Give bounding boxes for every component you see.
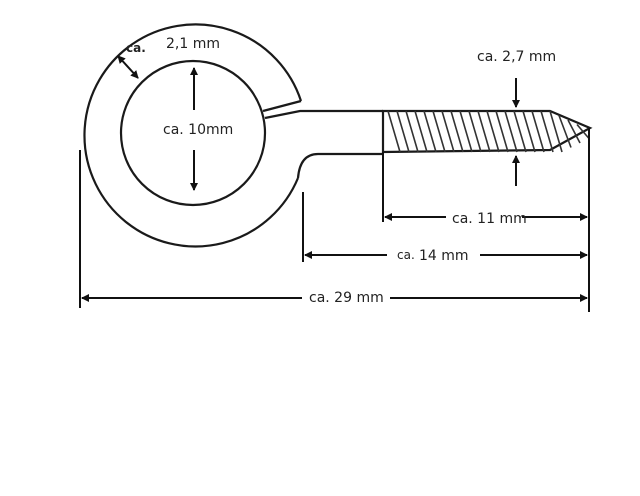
shank <box>264 109 383 179</box>
thread-diameter-label: ca. 2,7 mm <box>477 49 556 65</box>
thread-groove <box>387 110 401 153</box>
thread-length-label: ca. 11 mm <box>452 211 527 227</box>
wire-thickness-arrow <box>117 55 139 79</box>
thread-groove <box>576 123 590 140</box>
thread-groove <box>549 110 563 153</box>
thread-groove <box>531 110 545 153</box>
thread-groove <box>468 110 482 153</box>
thread-groove <box>441 110 455 153</box>
thread-groove <box>450 110 464 153</box>
thread-groove <box>477 110 491 153</box>
thread-groove <box>414 110 428 153</box>
shank-length-prefix: ca. <box>397 248 415 262</box>
thread-groove <box>567 119 581 144</box>
thread-groove <box>522 110 536 153</box>
wire-thickness-label: 2,1 mm <box>166 36 220 52</box>
thread-groove <box>432 110 446 153</box>
thread-groove <box>504 110 518 153</box>
thread-groove <box>459 110 473 153</box>
thread-groove <box>405 110 419 153</box>
thread-groove <box>423 110 437 153</box>
thread-groove <box>513 110 527 153</box>
eye-ring <box>83 23 303 248</box>
thread-groove <box>558 115 572 148</box>
thread-groove <box>396 110 410 153</box>
thread-groove <box>495 110 509 153</box>
threaded-tip <box>381 109 593 154</box>
shank-length-label: 14 mm <box>419 248 469 264</box>
inner-diameter-label: ca. 10mm <box>163 122 233 138</box>
dimension-lines <box>79 55 590 312</box>
thread-groove <box>540 110 554 153</box>
thread-groove <box>486 110 500 153</box>
wire-ca-label: ca. <box>126 41 146 55</box>
total-length-label: ca. 29 mm <box>309 290 384 306</box>
